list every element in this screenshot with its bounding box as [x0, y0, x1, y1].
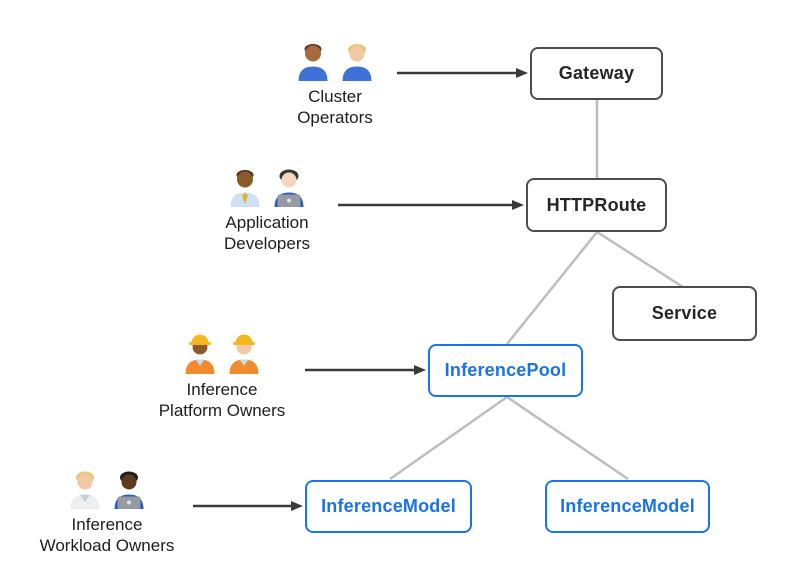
node-inferencemodel-right-label: InferenceModel: [560, 496, 695, 516]
caption-line: Operators: [297, 108, 373, 127]
node-inferencemodel-left-label: InferenceModel: [321, 496, 456, 516]
woman-construction-worker-icon: [185, 334, 215, 374]
edge-httproute-service: [596, 230, 684, 289]
node-httproute-label: HTTPRoute: [546, 194, 647, 215]
node-inferencemodel-left: InferenceModel: [305, 480, 472, 533]
edge-inferencepool-inferencemodel-left: [389, 395, 508, 481]
persona-inference-platform-owners: Inference Platform Owners: [122, 333, 322, 421]
woman-mechanic-icon: [342, 44, 372, 81]
node-service-label: Service: [651, 303, 718, 323]
persona-application-developers: Application Developers: [167, 166, 367, 254]
caption-line: Application: [225, 213, 309, 232]
developers-emoji-icon: [230, 169, 304, 207]
man-office-worker-icon: [230, 170, 260, 207]
node-gateway-label: Gateway: [558, 63, 635, 83]
workload-owners-emoji-icon: [70, 471, 144, 509]
persona-inference-workload-owners: Inference Workload Owners: [7, 468, 207, 556]
node-service: Service: [612, 286, 757, 341]
caption-line: Inference: [71, 515, 143, 534]
caption-line: Workload Owners: [39, 536, 175, 555]
node-inferencepool: InferencePool: [428, 344, 583, 397]
persona-inference-platform-owners-label: Inference Platform Owners: [159, 379, 286, 421]
persona-application-developers-label: Application Developers: [224, 212, 310, 254]
mechanics-emoji-icon: [298, 44, 372, 81]
node-inferencemodel-right: InferenceModel: [545, 480, 710, 533]
construction-workers-emoji-icon: [185, 334, 259, 374]
persona-cluster-operators-label: Cluster Operators: [297, 86, 373, 128]
node-inferencepool-label: InferencePool: [444, 360, 567, 380]
man-construction-worker-icon: [229, 334, 259, 374]
persona-cluster-operators: Cluster Operators: [235, 40, 435, 128]
caption-line: Developers: [224, 234, 310, 253]
caption-line: Inference: [186, 380, 258, 399]
edge-httproute-inferencepool: [506, 231, 598, 345]
woman-technologist-icon: [274, 169, 304, 207]
man-mechanic-icon: [298, 44, 328, 81]
caption-line: Platform Owners: [158, 401, 286, 420]
man-technologist-icon: [114, 471, 144, 509]
persona-inference-workload-owners-label: Inference Workload Owners: [40, 514, 175, 556]
node-gateway: Gateway: [530, 47, 663, 100]
node-httproute: HTTPRoute: [526, 178, 667, 232]
health-worker-icon: [70, 471, 100, 509]
caption-line: Cluster: [308, 87, 362, 106]
edge-inferencepool-inferencemodel-right: [506, 395, 629, 481]
